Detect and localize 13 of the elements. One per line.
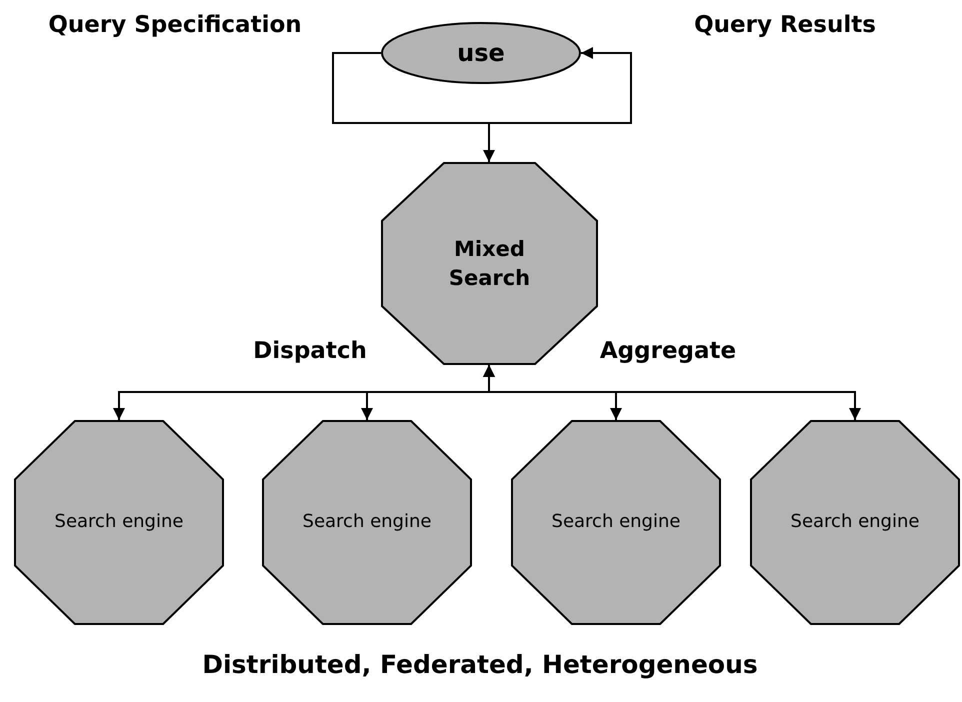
node-label: Search engine	[54, 510, 184, 534]
arrow	[483, 365, 861, 420]
node-label: Search engine	[552, 510, 680, 534]
label-text: Dispatch	[253, 338, 367, 364]
node-label: Mixed Search	[448, 236, 532, 292]
label-text: Query Results	[694, 12, 876, 38]
label-text: Query Specification	[48, 12, 302, 38]
label-text: Aggregate	[600, 338, 736, 364]
node-label: Search engine	[790, 510, 920, 534]
node-label: Search engine	[302, 510, 432, 534]
label-text: Distributed, Federated, Heterogeneous	[202, 650, 758, 679]
node-label: use	[457, 38, 505, 69]
arrow	[332, 52, 495, 162]
